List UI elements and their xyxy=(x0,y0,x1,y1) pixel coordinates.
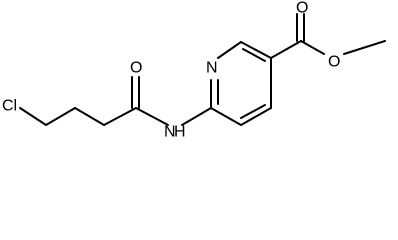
ring-bond-c6-c5 xyxy=(240,41,272,59)
bond-n-ring xyxy=(181,107,212,126)
atom-amide-hydrogen: H xyxy=(174,124,186,141)
ring-bond-c4-c3-inner xyxy=(240,104,266,119)
bond-ester-c-o xyxy=(300,40,325,55)
ring-bond-c3-c2 xyxy=(210,107,242,126)
atom-amide-oxygen: O xyxy=(130,60,142,77)
bond-c4-n xyxy=(135,107,169,126)
ring-bond-c4-c3 xyxy=(240,107,272,126)
bond-cl-c1 xyxy=(19,107,47,126)
bond-c3-c4 xyxy=(103,107,137,126)
bond-c1-c2 xyxy=(45,107,76,126)
atom-ring-nitrogen: N xyxy=(206,60,218,77)
ring-bond-c6-c5-inner xyxy=(242,48,266,62)
atom-amide-nitrogen: N xyxy=(164,124,176,141)
bond-c2-c3 xyxy=(74,107,105,126)
atom-chlorine: Cl xyxy=(2,98,17,115)
bond-o-methyl xyxy=(343,40,386,55)
atom-ester-oxygen: O xyxy=(328,54,340,71)
ring-bond-n1-c6 xyxy=(217,41,242,59)
chemical-structure: Cl O N H N O O xyxy=(2,0,386,141)
bond-ring-ester-c xyxy=(270,40,302,59)
atom-carbonyl-oxygen: O xyxy=(296,0,308,17)
